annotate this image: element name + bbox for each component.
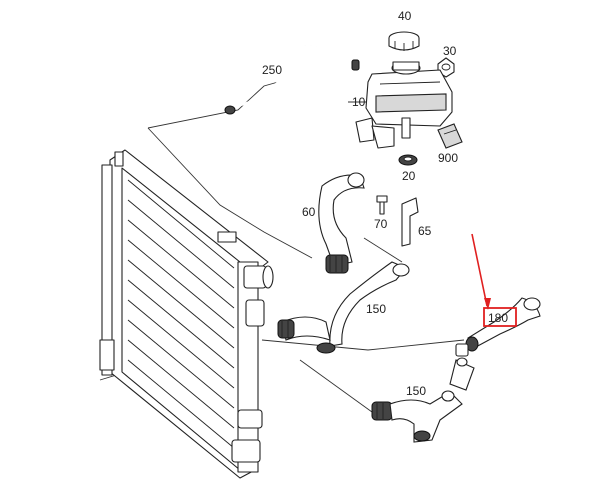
label-part-180: 180 bbox=[488, 311, 508, 325]
part-10-expansion-tank bbox=[355, 61, 453, 149]
part-20-grommet bbox=[398, 154, 418, 166]
label-part-20: 20 bbox=[402, 169, 416, 183]
part-180-hose bbox=[449, 297, 541, 391]
radiator-lower-neck bbox=[231, 299, 265, 463]
label-part-10: 10 bbox=[352, 95, 366, 109]
label-part-30: 30 bbox=[443, 44, 457, 58]
radiator bbox=[99, 149, 274, 479]
part-40-reservoir-cap bbox=[388, 31, 420, 51]
part-150-lower-hose bbox=[371, 390, 463, 443]
part-250-vent-line bbox=[224, 44, 360, 115]
label-part-150-lower: 150 bbox=[406, 384, 426, 398]
highlight-callout bbox=[471, 233, 517, 327]
label-part-70: 70 bbox=[374, 217, 388, 231]
label-part-60: 60 bbox=[302, 205, 316, 219]
part-65-mount-bracket bbox=[401, 197, 419, 247]
radiator-upper-neck bbox=[243, 265, 274, 289]
part-70-bolt bbox=[376, 195, 388, 215]
radiator-core bbox=[127, 179, 235, 449]
label-part-65: 65 bbox=[418, 224, 432, 238]
label-part-40: 40 bbox=[398, 9, 412, 23]
label-part-250: 250 bbox=[262, 63, 282, 77]
part-60-upper-hose bbox=[318, 172, 365, 274]
part-900-bracket bbox=[437, 123, 463, 149]
label-part-900: 900 bbox=[438, 151, 458, 165]
label-part-150-upper: 150 bbox=[366, 302, 386, 316]
part-150-upper-hose bbox=[277, 261, 410, 354]
